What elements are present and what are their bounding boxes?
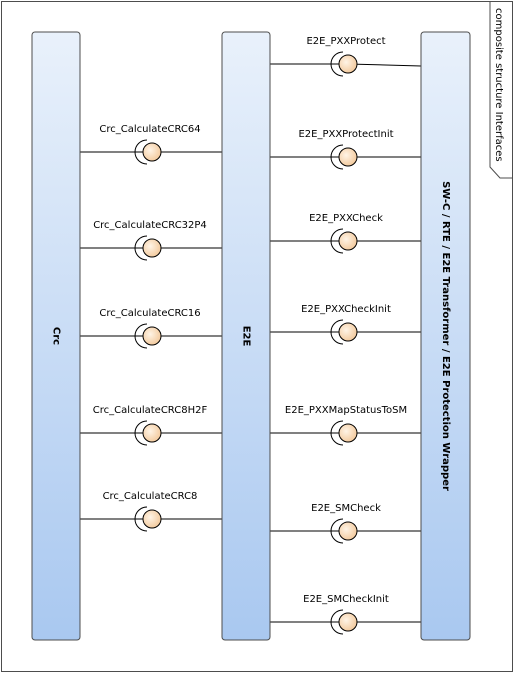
socket-icon [330, 518, 344, 544]
socket-icon [134, 506, 148, 532]
socket-icon [134, 420, 148, 446]
component-wrapper-label: SW-C / RTE / E2E Transformer / E2E Prote… [440, 181, 451, 491]
interface-label-right-6: E2E_SMCheckInit [303, 594, 389, 605]
socket-icon [330, 228, 344, 254]
interface-ball-icon[interactable] [142, 326, 162, 346]
interface-label-right-4: E2E_PXXMapStatusToSM [285, 405, 407, 416]
interface-label-left-2: Crc_CalculateCRC16 [99, 308, 200, 319]
interface-label-left-3: Crc_CalculateCRC8H2F [93, 405, 208, 416]
socket-icon [330, 319, 344, 345]
interface-label-left-1: Crc_CalculateCRC32P4 [93, 220, 207, 231]
interface-ball-icon[interactable] [142, 509, 162, 529]
interface-label-right-0: E2E_PXXProtect [306, 36, 385, 47]
socket-icon [330, 609, 344, 635]
interfaces-layer: Crc_CalculateCRC64Crc_CalculateCRC32P4Cr… [93, 36, 407, 635]
frame-tab [489, 2, 512, 179]
interface-ball-icon[interactable] [338, 231, 358, 251]
interface-ball-icon[interactable] [338, 423, 358, 443]
component-crc-label: Crc [51, 327, 62, 345]
interface-ball-icon[interactable] [338, 612, 358, 632]
interface-ball-icon[interactable] [142, 423, 162, 443]
interface-ball-icon[interactable] [338, 322, 358, 342]
socket-icon [134, 323, 148, 349]
interface-label-left-0: Crc_CalculateCRC64 [99, 124, 200, 135]
interface-ball-icon[interactable] [142, 238, 162, 258]
interface-label-right-1: E2E_PXXProtectInit [298, 129, 393, 140]
interface-ball-icon[interactable] [338, 147, 358, 167]
socket-icon [134, 139, 148, 165]
socket-icon [330, 144, 344, 170]
interface-label-right-3: E2E_PXXCheckInit [301, 304, 391, 315]
interface-label-right-2: E2E_PXXCheck [309, 213, 383, 224]
interface-ball-icon[interactable] [338, 54, 358, 74]
socket-icon [330, 51, 344, 77]
component-wrapper[interactable] [420, 31, 471, 641]
socket-icon [134, 235, 148, 261]
interface-ball-icon[interactable] [338, 521, 358, 541]
interface-label-right-5: E2E_SMCheck [311, 503, 381, 514]
interface-ball-icon[interactable] [142, 142, 162, 162]
socket-icon [330, 420, 344, 446]
component-e2e[interactable] [221, 31, 271, 641]
component-e2e-label: E2E [241, 326, 252, 347]
component-crc[interactable] [31, 31, 81, 641]
frame-label: composite structure Interfaces [493, 8, 504, 162]
interface-label-left-4: Crc_CalculateCRC8 [103, 491, 198, 502]
